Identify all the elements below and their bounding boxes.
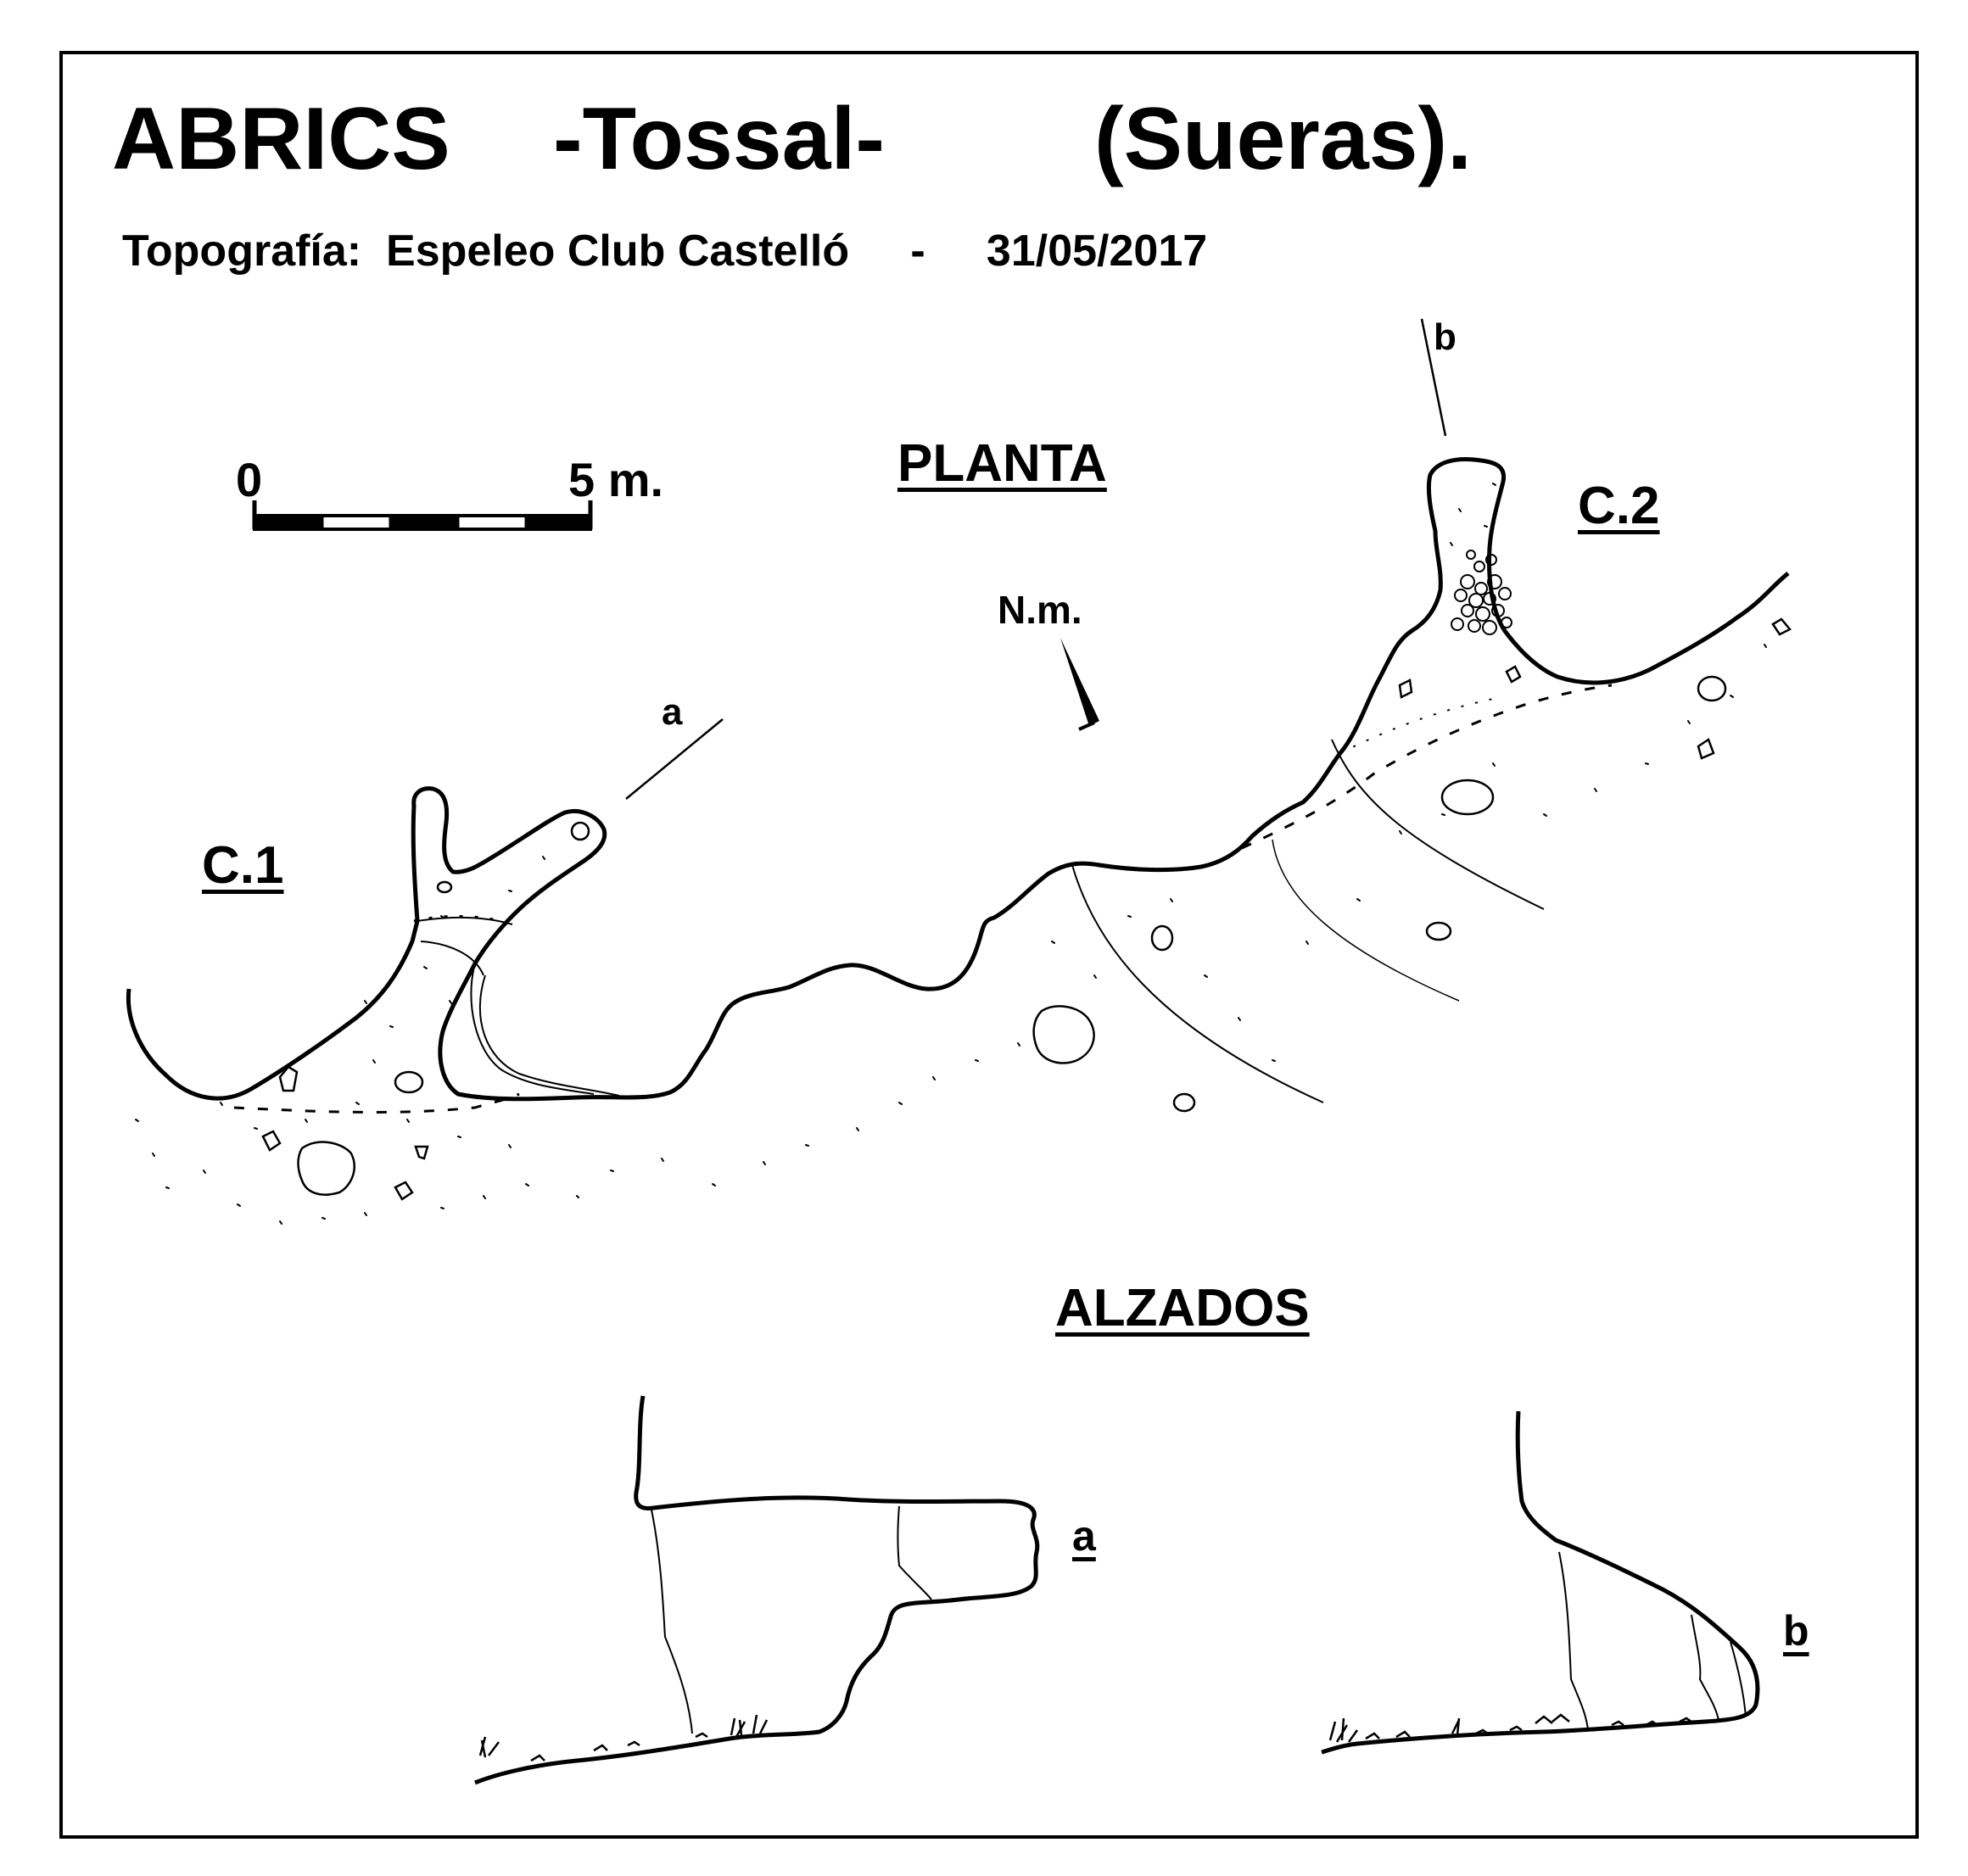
elevation-b bbox=[1321, 1410, 1760, 1755]
north-arrow bbox=[1060, 638, 1099, 731]
sediment-dots bbox=[135, 483, 1767, 1225]
section-b-elevation-label: b bbox=[1783, 1607, 1809, 1655]
title-middle: -Tossal- bbox=[553, 90, 886, 188]
section-a-elevation-label: a bbox=[1072, 1512, 1096, 1560]
north-label: N.m. bbox=[998, 588, 1082, 632]
scale-bar bbox=[252, 500, 593, 531]
plan-outline bbox=[126, 457, 1790, 1102]
elevation-a bbox=[474, 1395, 1040, 1785]
plan-heading: PLANTA bbox=[897, 434, 1107, 493]
cave-2-label: C.2 bbox=[1578, 477, 1660, 535]
title-main: ABRICS bbox=[112, 90, 450, 188]
scale-end-label: 5 m. bbox=[568, 453, 664, 506]
survey-credits: Topografía: Espeleo Club Castelló - 31/0… bbox=[122, 226, 1208, 276]
section-line-a bbox=[625, 718, 724, 800]
section-line-b bbox=[1420, 318, 1447, 437]
elevation-a-grass bbox=[478, 1714, 769, 1762]
title-location: (Sueras). bbox=[1094, 90, 1473, 188]
section-b-plan-label: b bbox=[1434, 316, 1456, 358]
cave-1-label: C.1 bbox=[202, 836, 284, 895]
scale-start-label: 0 bbox=[236, 453, 263, 506]
section-a-plan-label: a bbox=[662, 691, 683, 733]
boulder-cluster bbox=[1451, 550, 1512, 635]
rubble bbox=[261, 617, 1792, 1201]
map-frame bbox=[59, 51, 1919, 1839]
elevation-b-grass bbox=[1328, 1713, 1692, 1743]
elevations-heading: ALZADOS bbox=[1055, 1279, 1310, 1337]
